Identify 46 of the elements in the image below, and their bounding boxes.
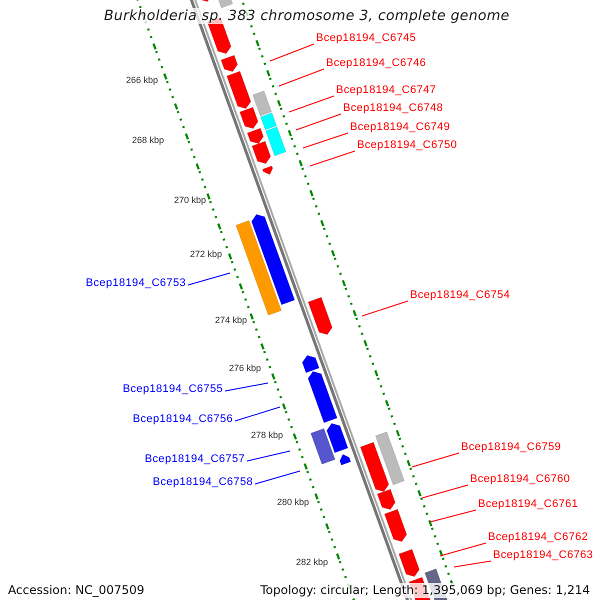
- leader-line: [288, 96, 334, 112]
- gene-label: Bcep18194_C6753: [86, 277, 186, 290]
- leader-line: [412, 452, 460, 468]
- leader-line: [310, 150, 356, 166]
- position-label: 278 kbp: [250, 430, 283, 441]
- gene-label: Bcep18194_C6761: [478, 498, 578, 511]
- leader-line: [430, 510, 476, 522]
- leader-line: [224, 382, 268, 392]
- leader-line: [278, 68, 324, 86]
- gene-label: Bcep18194_C6760: [470, 473, 570, 486]
- leader-line: [254, 470, 300, 484]
- gene-label: Bcep18194_C6755: [122, 383, 223, 396]
- gene-label: Bcep18194_C6745: [316, 32, 416, 45]
- leader-line: [270, 44, 314, 62]
- position-label: 282 kbp: [296, 557, 328, 568]
- gene-label: Bcep18194_C6747: [336, 84, 436, 97]
- leader-line: [422, 484, 468, 498]
- gene-label: Bcep18194_C6749: [350, 121, 450, 134]
- position-label: 274 kbp: [214, 315, 247, 326]
- gene-label: Bcep18194_C6759: [461, 441, 562, 454]
- position-label: 272 kbp: [190, 249, 222, 260]
- leader-line: [440, 542, 486, 556]
- gene-label: Bcep18194_C6762: [488, 531, 588, 544]
- leader-line: [362, 300, 408, 316]
- leader-line: [246, 450, 290, 462]
- genome-info: Topology: circular; Length: 1,395,069 bp; Genes: 1,214: [260, 583, 590, 598]
- leader-line: [296, 114, 342, 130]
- leader-line: [234, 406, 280, 422]
- gene-label: Bcep18194_C6758: [152, 476, 253, 489]
- gene-label: Bcep18194_C6748: [343, 102, 444, 115]
- leader-line: [188, 272, 230, 286]
- leader-line: [454, 560, 492, 568]
- gene-label: Bcep18194_C6757: [144, 453, 245, 466]
- position-label: 266 kbp: [126, 75, 158, 86]
- gene-label: Bcep18194_C6754: [410, 289, 510, 302]
- gene-label: Bcep18194_C6756: [132, 413, 233, 426]
- leader-line: [302, 132, 348, 148]
- position-label: 280 kbp: [276, 497, 309, 508]
- position-label: 270 kbp: [174, 195, 206, 206]
- map-title: Burkholderia sp. 383 chromosome 3, complete genome: [104, 8, 510, 24]
- gene-label: Bcep18194_C6763: [493, 549, 594, 562]
- position-label: 268 kbp: [132, 135, 164, 146]
- position-label: 276 kbp: [228, 363, 261, 374]
- gene-label: Bcep18194_C6746: [326, 57, 426, 70]
- accession-label: Accession: NC_007509: [8, 583, 144, 598]
- gene-label: Bcep18194_C6750: [357, 139, 458, 152]
